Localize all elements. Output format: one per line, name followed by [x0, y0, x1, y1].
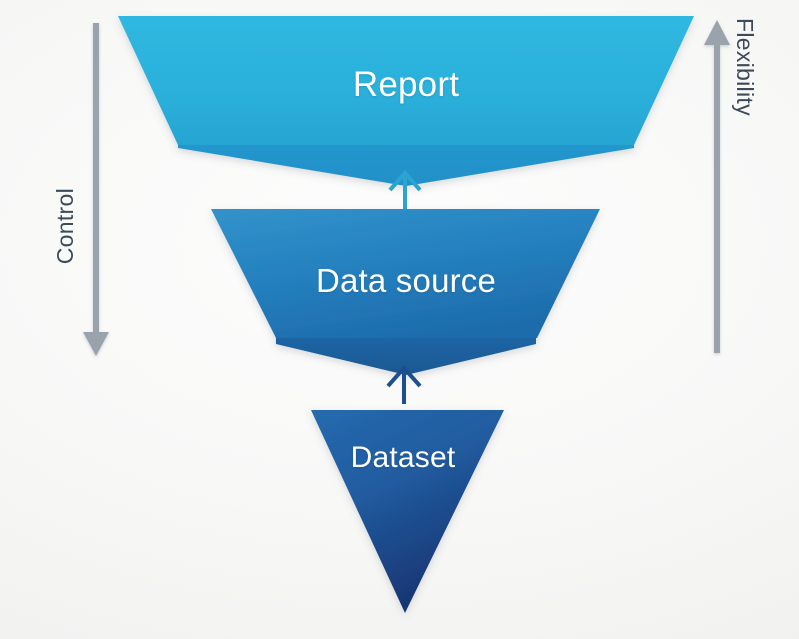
stage-report-fold	[178, 140, 634, 186]
connector-data-source-to-report	[388, 169, 422, 210]
control-axis-label: Control	[52, 188, 78, 265]
connector-dataset-to-data-source	[386, 364, 422, 404]
arrowhead-up-icon	[386, 364, 422, 388]
stage-dataset-body	[311, 410, 504, 613]
arrow-up-icon	[704, 20, 730, 45]
stage-report[interactable]	[118, 16, 694, 186]
flexibility-axis-label: Flexibility	[732, 18, 758, 116]
flexibility-axis	[704, 20, 730, 353]
stage-report-body	[118, 16, 694, 145]
arrowhead-up-icon	[388, 169, 422, 192]
stage-data-source-body	[211, 209, 600, 338]
arrow-down-icon	[83, 332, 109, 356]
stage-dataset[interactable]	[311, 410, 504, 613]
stage-data-source[interactable]	[211, 209, 600, 375]
control-axis	[83, 23, 109, 356]
stage-data-source-fold	[276, 334, 536, 375]
